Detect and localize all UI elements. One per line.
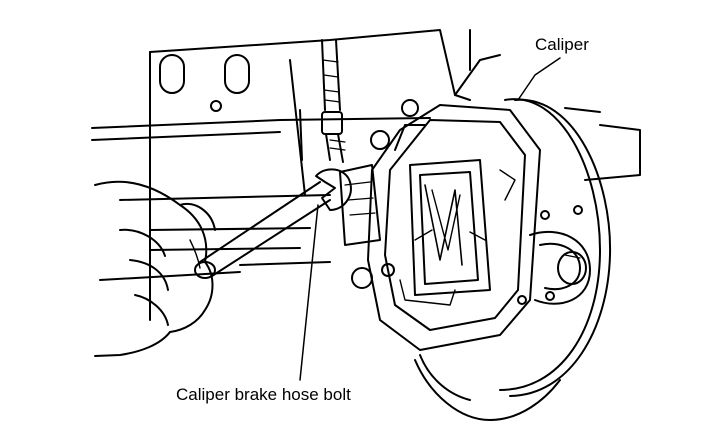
brake-hose xyxy=(321,39,346,163)
leader-lines xyxy=(299,57,561,381)
caliper-brake-hose-bolt-label: Caliper brake hose bolt xyxy=(176,385,351,404)
panel-holes xyxy=(159,54,250,112)
brake-rotor xyxy=(414,98,612,421)
hose-bolt-leader-line xyxy=(299,204,319,381)
caliper-body xyxy=(339,99,541,351)
caliper-leader-line xyxy=(517,57,561,101)
caliper-label: Caliper xyxy=(535,35,589,54)
wrench xyxy=(194,168,352,279)
hand xyxy=(94,180,216,357)
body-panel xyxy=(91,29,641,321)
